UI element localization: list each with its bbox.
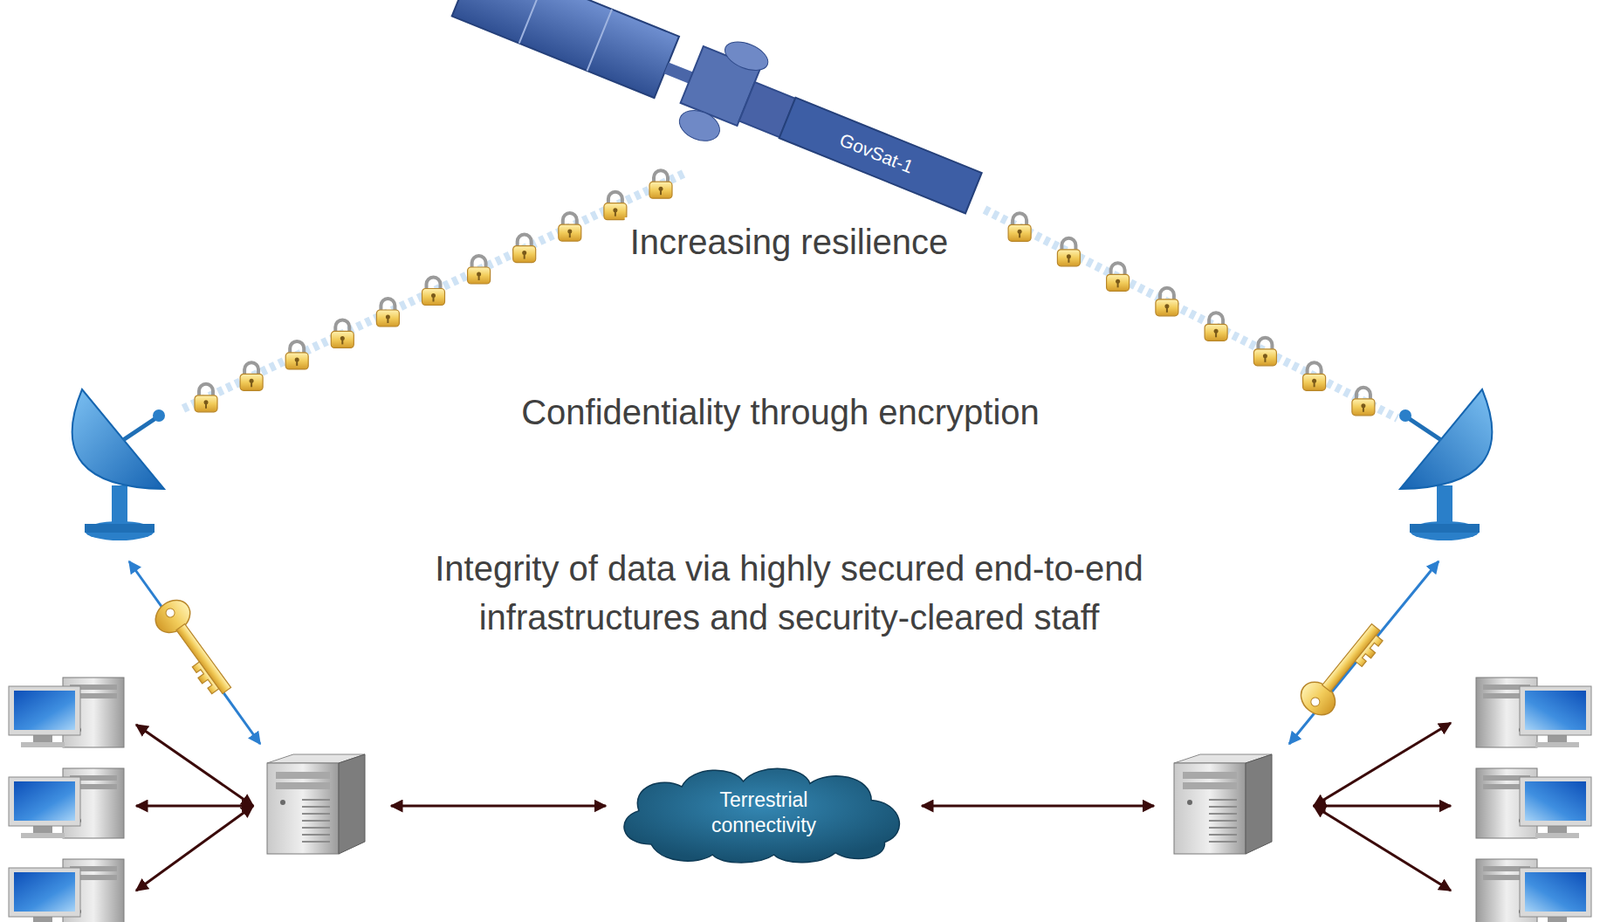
padlock: [1303, 362, 1326, 391]
padlock: [1352, 387, 1375, 416]
padlock: [330, 319, 354, 348]
padlock: [1008, 212, 1031, 241]
padlock: [467, 255, 491, 284]
padlocks: [194, 170, 1375, 416]
padlock: [1253, 337, 1277, 366]
caption-text: Integrity of data via highly secured end…: [335, 543, 1243, 642]
key-arrow: [129, 561, 261, 744]
satellite-label: GovSat-1: [836, 128, 917, 179]
padlock: [194, 384, 218, 413]
caption-text: Increasing resilience: [624, 217, 955, 267]
padlock: [513, 234, 536, 263]
padlock: [1057, 238, 1080, 267]
padlock: [1106, 262, 1130, 291]
encrypted-beams: [183, 173, 1398, 419]
cloud-shape: [610, 760, 918, 866]
padlock: [376, 298, 399, 327]
padlock: [285, 341, 309, 370]
padlock: [1155, 288, 1179, 316]
padlock: [649, 170, 673, 199]
satellite: [443, 0, 995, 244]
key-arrow: [1289, 561, 1439, 744]
padlock: [240, 362, 263, 391]
padlock: [422, 277, 446, 306]
satellite-name: GovSat-1: [836, 128, 917, 179]
cloud-node: Terrestrial connectivity: [610, 760, 918, 866]
lan-arrows: [136, 722, 1451, 891]
caption-text: Confidentiality through encryption: [521, 387, 1040, 437]
padlock: [558, 212, 582, 241]
padlock: [604, 192, 627, 220]
cloud-label: Terrestrial connectivity: [689, 787, 838, 838]
padlock: [1204, 312, 1228, 341]
